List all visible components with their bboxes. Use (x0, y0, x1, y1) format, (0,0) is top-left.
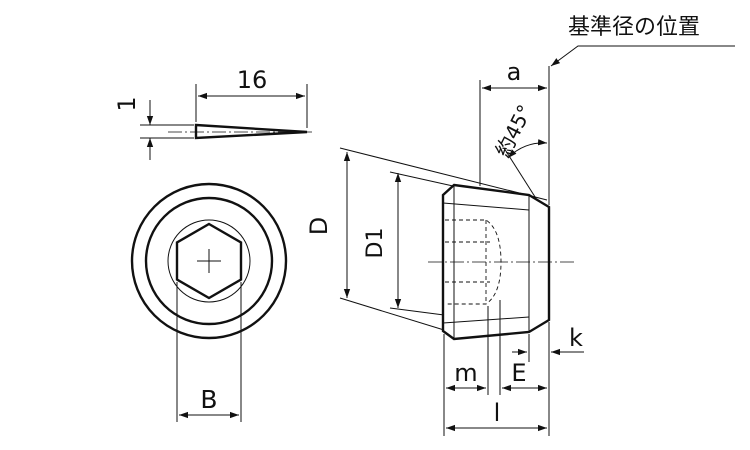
taper-wedge (194, 123, 308, 140)
inner-circle (144, 196, 274, 326)
hex-socket (175, 222, 243, 300)
callout-leader (550, 45, 735, 67)
dimension-label-1: 1 (113, 96, 141, 111)
thread-root-lower (442, 316, 530, 324)
front-view: B (130, 182, 288, 422)
dimension-label-D: D (305, 217, 333, 235)
dimension-label-l: l (494, 399, 501, 427)
angle-label: 約45° (490, 101, 537, 161)
dimension-label-k: k (569, 324, 583, 352)
thread-root-upper (442, 202, 530, 211)
extension-line-D-top (339, 147, 548, 201)
dimension-label-16: 16 (237, 66, 268, 94)
dimension-label-a: a (507, 58, 522, 86)
dimension-label-B: B (200, 385, 217, 414)
side-view: D D1 a 基準径の位置 約45° k m E l (305, 15, 735, 436)
dimension-label-E: E (511, 359, 526, 387)
extension-line-D1-bottom (389, 307, 445, 316)
dimension-label-m: m (454, 359, 477, 387)
outer-circle (130, 182, 288, 340)
taper-detail: 16 1 (113, 66, 312, 160)
dimension-label-D1: D1 (363, 228, 388, 259)
callout-label: 基準径の位置 (568, 15, 700, 40)
angle-line (503, 147, 538, 201)
socket-circle (167, 219, 251, 303)
socket-hidden-lines (445, 219, 502, 305)
extension-line-D-bottom (339, 297, 445, 331)
angle-arc (507, 139, 548, 159)
